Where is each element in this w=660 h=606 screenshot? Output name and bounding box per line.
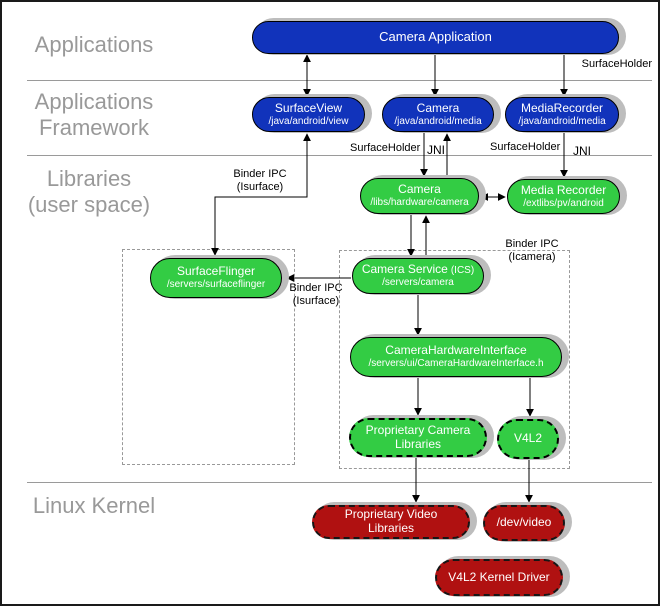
edge-label-surfaceholder-camera: SurfaceHolder (350, 142, 421, 154)
node-title: Media Recorder (520, 182, 607, 197)
layer-label-applications: Applications (34, 32, 154, 57)
edge-label-binder-ipc-isurface-view: Binder IPC (Isurface) (233, 168, 287, 193)
layer-label-applications-framework: Applications Framework (34, 89, 154, 141)
layer-divider-kernel (27, 482, 652, 483)
node-dev-video: /dev/video (483, 505, 565, 541)
node-subtitle: /java/android/media (518, 115, 606, 127)
node-title: CameraHardwareInterface (385, 343, 527, 358)
node-proprietary-camera-libraries: Proprietary Camera Libraries (349, 418, 487, 457)
node-v4l2-kernel-driver: V4L2 Kernel Driver (435, 559, 563, 596)
node-title: MediaRecorder (520, 100, 604, 115)
edge-label-surfaceholder-mediarecorder: SurfaceHolder (490, 141, 561, 153)
node-title: Camera Service(ICS) (361, 262, 475, 277)
edge-label-surfaceholder-app: SurfaceHolder (581, 58, 652, 70)
node-title-suffix: (ICS) (450, 265, 475, 277)
node-title-main: Camera Service (361, 262, 448, 277)
node-title: Camera Application (379, 29, 492, 45)
edge-label-binder-ipc-isurface-service: Binder IPC (Isurface) (289, 282, 343, 307)
layer-divider-framework (27, 155, 652, 156)
node-title: Proprietary Camera Libraries (365, 422, 471, 451)
node-subtitle: /libs/hardware/camera (370, 197, 469, 209)
node-camera-service: Camera Service(ICS) /servers/camera (352, 258, 484, 294)
node-camera-lib: Camera /libs/hardware/camera (360, 178, 479, 214)
node-subtitle: /java/android/media (394, 115, 482, 127)
node-camera-application: Camera Application (252, 21, 619, 54)
node-title: Camera (398, 182, 441, 197)
node-surfaceflinger: SurfaceFlinger /servers/surfaceflinger (150, 258, 282, 298)
node-subtitle: /servers/ui/CameraHardwareInterface.h (368, 358, 544, 370)
node-camera-framework: Camera /java/android/media (382, 97, 494, 132)
node-proprietary-video-libraries: Proprietary Video Libraries (312, 505, 470, 539)
node-title: SurfaceFlinger (176, 264, 256, 279)
node-surfaceview: SurfaceView /java/android/view (252, 97, 365, 132)
node-title: SurfaceView (274, 100, 343, 115)
node-subtitle: /servers/camera (382, 277, 454, 289)
node-v4l2: V4L2 (497, 419, 559, 459)
node-subtitle: /servers/surfaceflinger (166, 279, 266, 291)
node-subtitle: /java/android/view (268, 115, 349, 127)
node-mediarecorder-lib: Media Recorder /extlibs/pv/android (507, 179, 620, 214)
edge-label-jni-mediarecorder: JNI (573, 144, 591, 158)
arrow-surfaceview-surfaceflinger (211, 133, 311, 256)
edge-label-binder-ipc-icamera: Binder IPC (Icamera) (505, 238, 559, 263)
group-box-surfaceflinger-process (122, 249, 295, 465)
node-title: V4L2 Kernel Driver (448, 569, 550, 584)
node-subtitle: /extlibs/pv/android (523, 197, 604, 209)
layer-label-linux-kernel: Linux Kernel (32, 493, 156, 518)
node-camera-hardware-interface: CameraHardwareInterface /servers/ui/Came… (350, 337, 562, 377)
group-box-cameraservice-process (339, 250, 570, 469)
node-mediarecorder-framework: MediaRecorder /java/android/media (505, 97, 619, 132)
edge-label-jni-camera: JNI (427, 143, 445, 157)
layer-divider-applications (27, 80, 652, 81)
node-title: /dev/video (496, 515, 552, 530)
node-title: V4L2 (513, 431, 543, 446)
node-title: Proprietary Video Libraries (344, 507, 438, 535)
node-title: Camera (416, 100, 460, 115)
layer-label-libraries: Libraries (user space) (27, 166, 151, 218)
